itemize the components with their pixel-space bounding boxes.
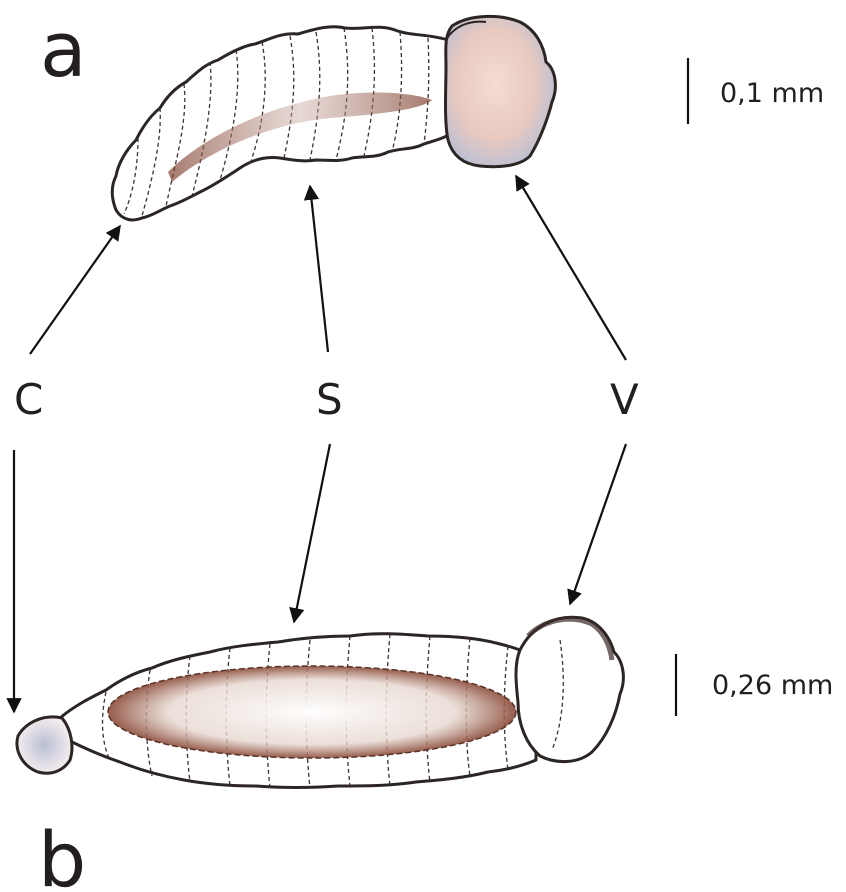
arrow-v-to-b	[570, 444, 626, 604]
larva-b	[17, 617, 623, 788]
arrow-s-to-b	[294, 444, 330, 622]
panel-label-b: b	[38, 815, 86, 892]
larva-b-gut	[108, 666, 516, 758]
arrow-v-to-a	[516, 176, 626, 360]
scale-bar-a-label: 0,1 mm	[720, 78, 824, 109]
larva-b-tail	[17, 717, 72, 773]
callout-label-s: S	[316, 375, 343, 424]
callout-label-v: V	[610, 375, 639, 424]
arrow-s-to-a	[310, 186, 328, 352]
larva-a-head	[446, 16, 556, 166]
larva-a	[112, 16, 555, 220]
callout-label-c: C	[14, 375, 43, 424]
panel-label-a: a	[40, 5, 87, 94]
arrow-c-to-a	[30, 226, 120, 354]
scale-bar-b-label: 0,26 mm	[712, 670, 833, 701]
